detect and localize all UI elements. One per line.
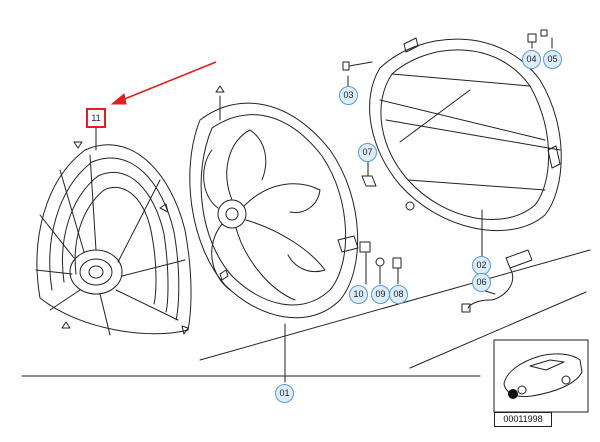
callout-08[interactable]: 08 <box>389 285 408 304</box>
callout-11[interactable]: 11 <box>86 108 106 128</box>
fan-assembly <box>189 85 359 383</box>
diagram-id-label: 00011998 <box>494 412 552 427</box>
callout-03[interactable]: 03 <box>339 86 358 105</box>
fan-frame <box>369 37 562 259</box>
callout-09[interactable]: 09 <box>371 285 390 304</box>
fan-guard <box>35 141 192 336</box>
resistor-harness <box>461 249 533 313</box>
callout-01[interactable]: 01 <box>275 384 294 403</box>
platform-outline <box>21 249 591 377</box>
callout-07[interactable]: 07 <box>358 143 377 162</box>
callout-05[interactable]: 05 <box>543 50 562 69</box>
callout-04[interactable]: 04 <box>522 50 541 69</box>
car-icon <box>493 339 589 413</box>
highlight-marker <box>508 389 518 399</box>
callout-10[interactable]: 10 <box>349 285 368 304</box>
callout-06[interactable]: 06 <box>472 273 491 292</box>
fasteners <box>95 29 553 285</box>
arrow-icon <box>110 61 217 105</box>
